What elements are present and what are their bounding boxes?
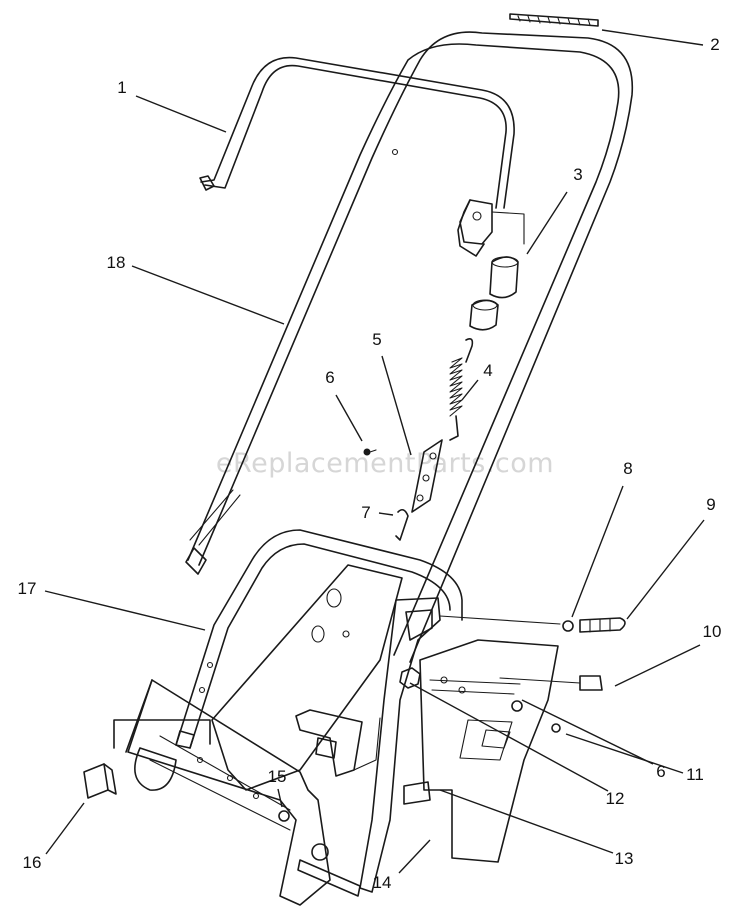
callout-c1: 1 <box>117 78 126 97</box>
callout-c10: 10 <box>703 622 722 641</box>
callout-c6: 6 <box>325 368 334 387</box>
leader-line-c1 <box>135 95 227 133</box>
callout-c2: 2 <box>710 35 719 54</box>
leader-line-c17 <box>44 590 206 631</box>
callout-c18: 18 <box>107 253 126 272</box>
part-14-deck-mount <box>125 679 361 906</box>
part-8-nut <box>562 620 574 632</box>
part-2-grip <box>509 13 599 27</box>
part-1-bail <box>199 56 515 209</box>
leader-line-c6b <box>521 699 654 765</box>
leader-line-c8 <box>571 485 624 618</box>
watermark: eReplacementParts.com <box>216 448 554 479</box>
leader-line-c11 <box>565 733 684 774</box>
callout-c17: 17 <box>18 579 37 598</box>
part-11-screw <box>551 723 561 733</box>
leader-line-c3 <box>526 191 568 255</box>
leader-line-c14 <box>398 839 431 874</box>
part-6-pin-lower <box>511 700 523 712</box>
callout-c11: 11 <box>686 765 704 784</box>
callout-c12: 12 <box>606 789 625 808</box>
callout-c5: 5 <box>372 330 381 349</box>
part-16-tab <box>83 719 211 799</box>
leader-line-c15 <box>277 788 283 808</box>
leader-line-c6 <box>335 394 363 442</box>
part-9-cable-end <box>439 615 626 633</box>
part-3-bracket <box>457 199 525 331</box>
part-12-nut <box>399 667 421 689</box>
leader-line-c9 <box>626 519 705 620</box>
callout-c3: 3 <box>573 165 582 184</box>
callout-c6b: 6 <box>656 762 665 781</box>
leader-line-c13 <box>439 789 614 854</box>
callout-c7: 7 <box>361 503 370 522</box>
leader-line-c5 <box>381 355 412 456</box>
callout-c4: 4 <box>483 361 492 380</box>
part-6-pin-upper <box>363 448 377 456</box>
leader-line-c2 <box>601 29 704 46</box>
callout-c14: 14 <box>373 873 392 892</box>
part-10-bolt <box>499 675 603 691</box>
leader-line-c16 <box>45 802 85 855</box>
leader-line-c10 <box>614 644 701 687</box>
mounting-bracket <box>295 709 381 777</box>
guard-shield <box>211 564 403 791</box>
leader-line-c4 <box>461 379 479 401</box>
leader-line-c7 <box>378 512 394 516</box>
control-plate <box>419 639 559 863</box>
part-18-upper-handle <box>185 31 634 663</box>
part-4-spring <box>449 338 474 441</box>
part-13-lever <box>359 597 441 893</box>
leader-line-c12 <box>409 682 609 792</box>
part-5-linkage <box>411 439 443 513</box>
leader-lines <box>44 29 705 874</box>
callout-c15: 15 <box>268 767 287 786</box>
callout-c9: 9 <box>706 495 715 514</box>
callout-c16: 16 <box>23 853 42 872</box>
leader-line-c18 <box>131 265 285 325</box>
callout-c13: 13 <box>615 849 634 868</box>
callout-c8: 8 <box>623 459 632 478</box>
part-17-lower-handle <box>175 529 463 749</box>
part-7-clip <box>395 508 409 541</box>
